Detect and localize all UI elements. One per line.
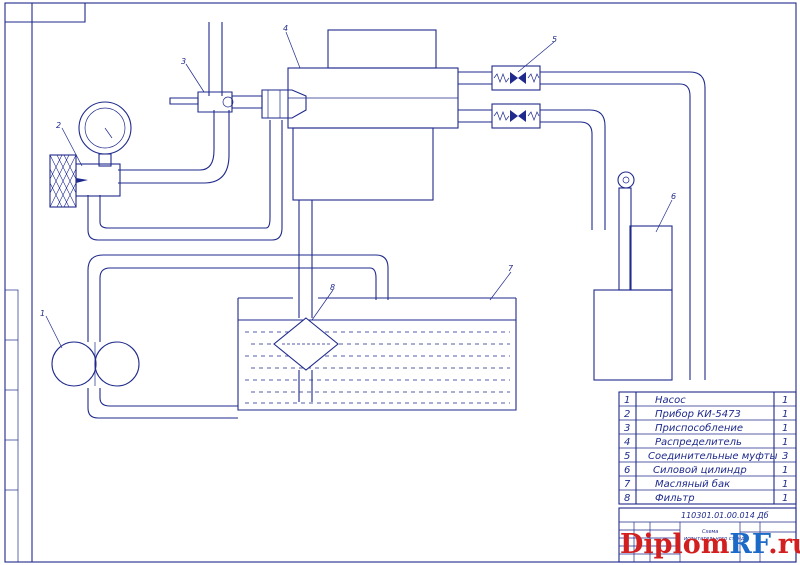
callout-5: 5 (552, 35, 557, 44)
bom-name-4: Распределитель (655, 437, 742, 448)
bom-pos-8: 8 (624, 493, 630, 504)
bom-name-8: Фильтр (655, 493, 695, 504)
oil-tank (237, 297, 517, 411)
bom-qty-4: 1 (782, 437, 788, 448)
power-cylinder (593, 171, 673, 381)
bom-pos-3: 3 (624, 423, 630, 434)
bom-name-1: Насос (655, 395, 686, 406)
bom-pos-1: 1 (624, 395, 630, 406)
sheet-frame (4, 2, 797, 563)
watermark: DiplomRF.ru (620, 529, 800, 560)
pump-symbol (51, 341, 140, 387)
watermark-rf: RF (729, 529, 770, 560)
bom-pos-4: 4 (624, 437, 630, 448)
bom-qty-5: 3 (782, 451, 788, 462)
pipelines (87, 22, 706, 419)
bom-pos-6: 6 (624, 465, 630, 476)
callout-8: 8 (330, 283, 335, 292)
watermark-ru: .ru (768, 529, 800, 560)
title-line-1: Схема (702, 529, 718, 535)
gauge-device (49, 101, 132, 208)
bom-name-3: Приспособление (655, 422, 743, 434)
doc-code: 110301.01.00.014 Дб (681, 511, 769, 520)
callouts: 1 2 3 4 5 6 7 8 (40, 24, 676, 318)
bom-qty-6: 1 (782, 465, 788, 476)
bom-qty-3: 1 (782, 423, 788, 434)
callout-6: 6 (671, 192, 676, 201)
bom-pos-5: 5 (624, 451, 630, 462)
distributor-block (287, 29, 459, 201)
coupling-pair (491, 65, 541, 129)
bom-name-7: Масляный бак (655, 478, 730, 490)
callout-3: 3 (181, 57, 186, 66)
callout-7: 7 (508, 264, 514, 273)
bom-qty-8: 1 (782, 493, 788, 504)
bom-table: 1 Насос 1 2 Прибор КИ-5473 1 3 Приспособ… (618, 391, 797, 505)
bom-pos-2: 2 (624, 409, 630, 420)
callout-4: 4 (283, 24, 288, 33)
filter-symbol (273, 317, 339, 371)
bom-qty-1: 1 (782, 395, 788, 406)
bom-qty-2: 1 (782, 409, 788, 420)
title-block: 110301.01.00.014 Дб Схема испытательного… (618, 507, 797, 563)
fixture-adapter (169, 89, 307, 119)
bom-qty-7: 1 (782, 479, 788, 490)
title-line-2: испытательного стенда (684, 536, 747, 542)
callout-1: 1 (40, 309, 45, 318)
watermark-diplom: Diplom (620, 529, 729, 560)
callout-2: 2 (56, 121, 61, 130)
bom-name-2: Прибор КИ-5473 (655, 408, 741, 420)
bom-name-5: Соединительные муфты (648, 451, 778, 462)
bom-pos-7: 7 (624, 479, 631, 490)
bom-name-6: Силовой цилиндр (653, 465, 747, 476)
svg-text:DiplomRF.ru: DiplomRF.ru (620, 529, 800, 560)
leader-lines (45, 31, 673, 349)
